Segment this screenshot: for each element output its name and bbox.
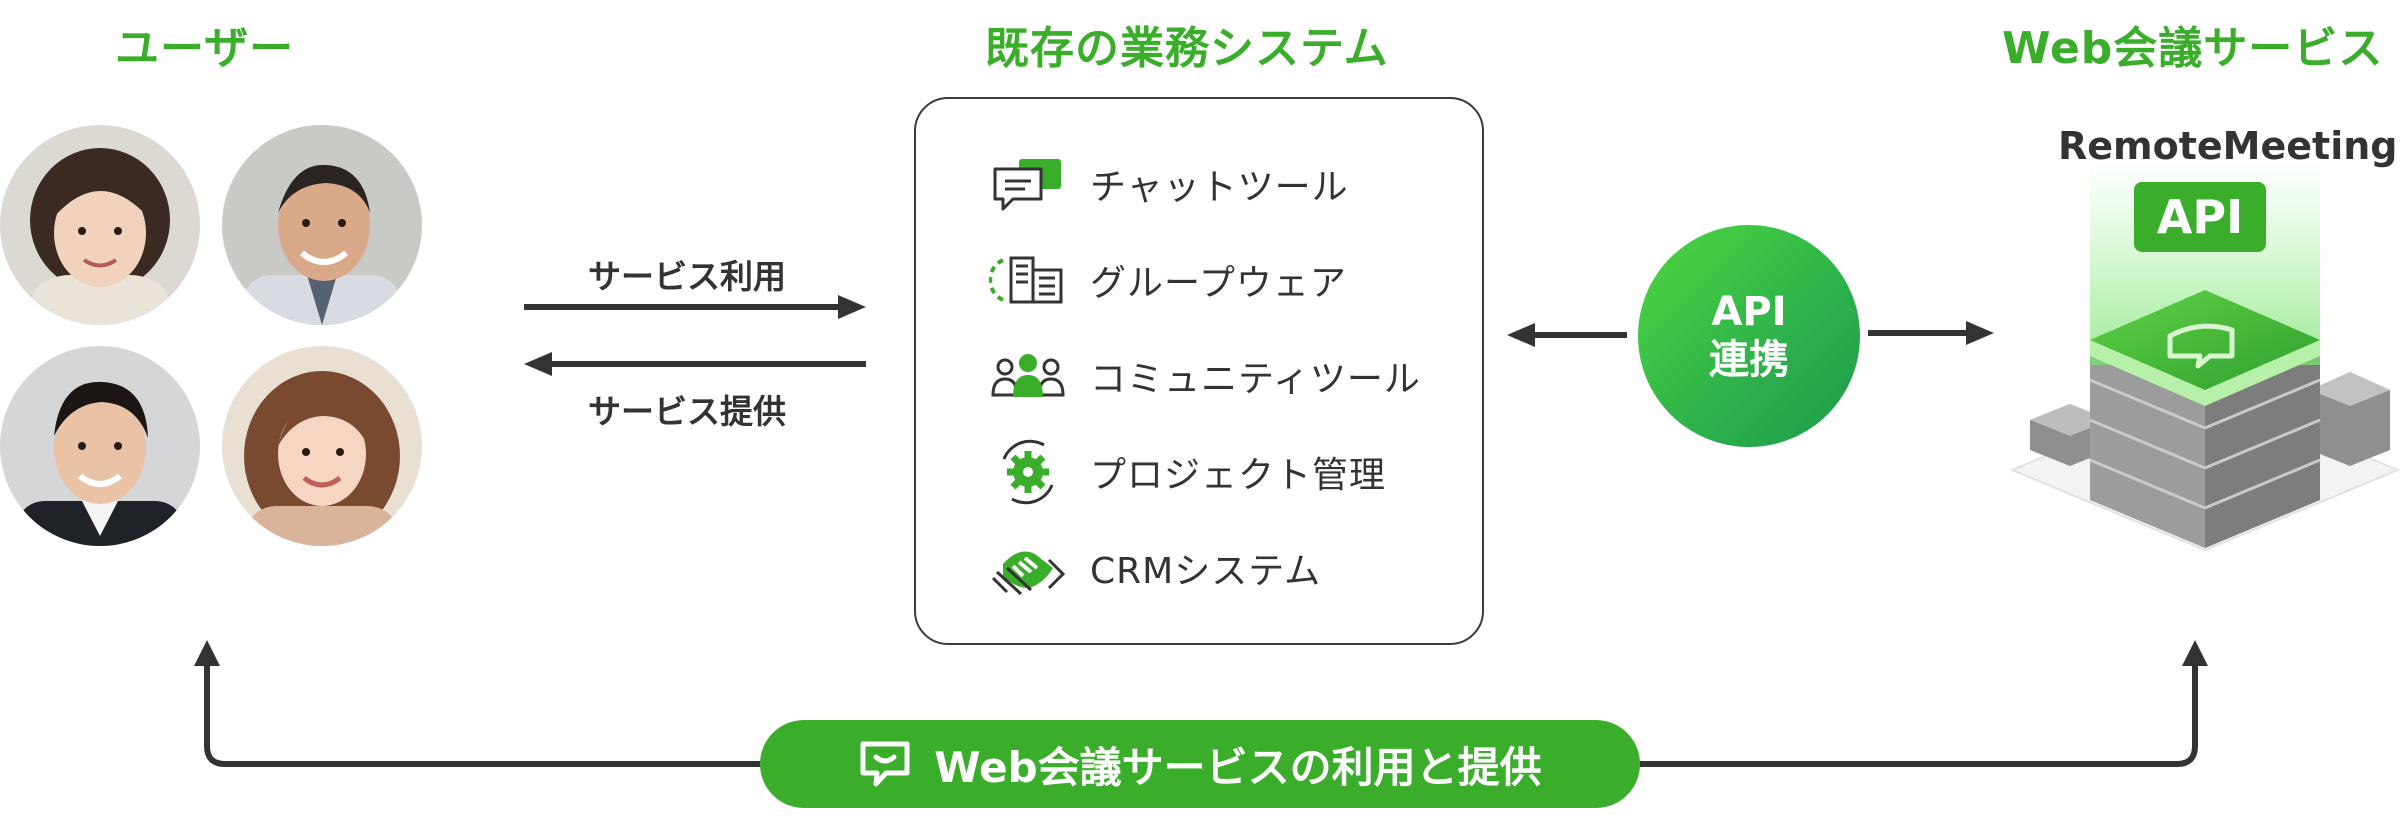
system-label: チャットツール <box>1090 167 1349 208</box>
api-right-arrow <box>1868 321 1994 345</box>
system-label: プロジェクト管理 <box>1090 455 1387 496</box>
project-gear-icon <box>988 437 1068 507</box>
users-heading: ユーザー <box>115 23 295 74</box>
system-label: コミュニティツール <box>1090 359 1421 400</box>
user-avatar-4 <box>222 346 422 546</box>
system-label: CRMシステム <box>1090 551 1322 592</box>
service-provide-arrow <box>524 352 866 376</box>
bottom-service-pill: Web会議サービスの利用と提供 <box>760 720 1640 808</box>
groupware-icon <box>988 245 1068 315</box>
system-item-chat: チャットツール <box>988 149 1349 219</box>
service-use-arrow <box>524 295 866 319</box>
handshake-icon <box>988 533 1068 603</box>
web-service-heading: Web会議サービス <box>2002 23 2384 74</box>
bottom-service-label: Web会議サービスの利用と提供 <box>934 742 1542 792</box>
system-item-groupware: グループウェア <box>988 245 1347 315</box>
meeting-chat-icon <box>858 739 912 789</box>
user-avatar-3 <box>0 346 200 546</box>
system-label: グループウェア <box>1090 263 1347 304</box>
api-link-circle: API 連携 <box>1638 225 1860 447</box>
community-icon <box>988 341 1068 411</box>
server-illustration <box>2010 160 2400 552</box>
bottom-connector <box>194 640 2208 767</box>
api-link-line2: 連携 <box>1709 337 1789 383</box>
system-item-project: プロジェクト管理 <box>988 437 1386 507</box>
user-avatar-1 <box>0 125 200 325</box>
chat-icon <box>988 149 1068 219</box>
api-badge: API <box>2134 182 2266 252</box>
system-item-community: コミュニティツール <box>988 341 1421 411</box>
service-use-label: サービス利用 <box>588 257 786 296</box>
business-systems-box: チャットツール グループウェア <box>914 97 1484 645</box>
user-avatar-2 <box>222 125 422 325</box>
service-provide-label: サービス提供 <box>588 392 786 431</box>
api-left-arrow <box>1507 323 1627 347</box>
system-item-crm: CRMシステム <box>988 533 1321 603</box>
api-link-line1: API <box>1711 289 1787 335</box>
systems-heading: 既存の業務システム <box>985 23 1389 74</box>
